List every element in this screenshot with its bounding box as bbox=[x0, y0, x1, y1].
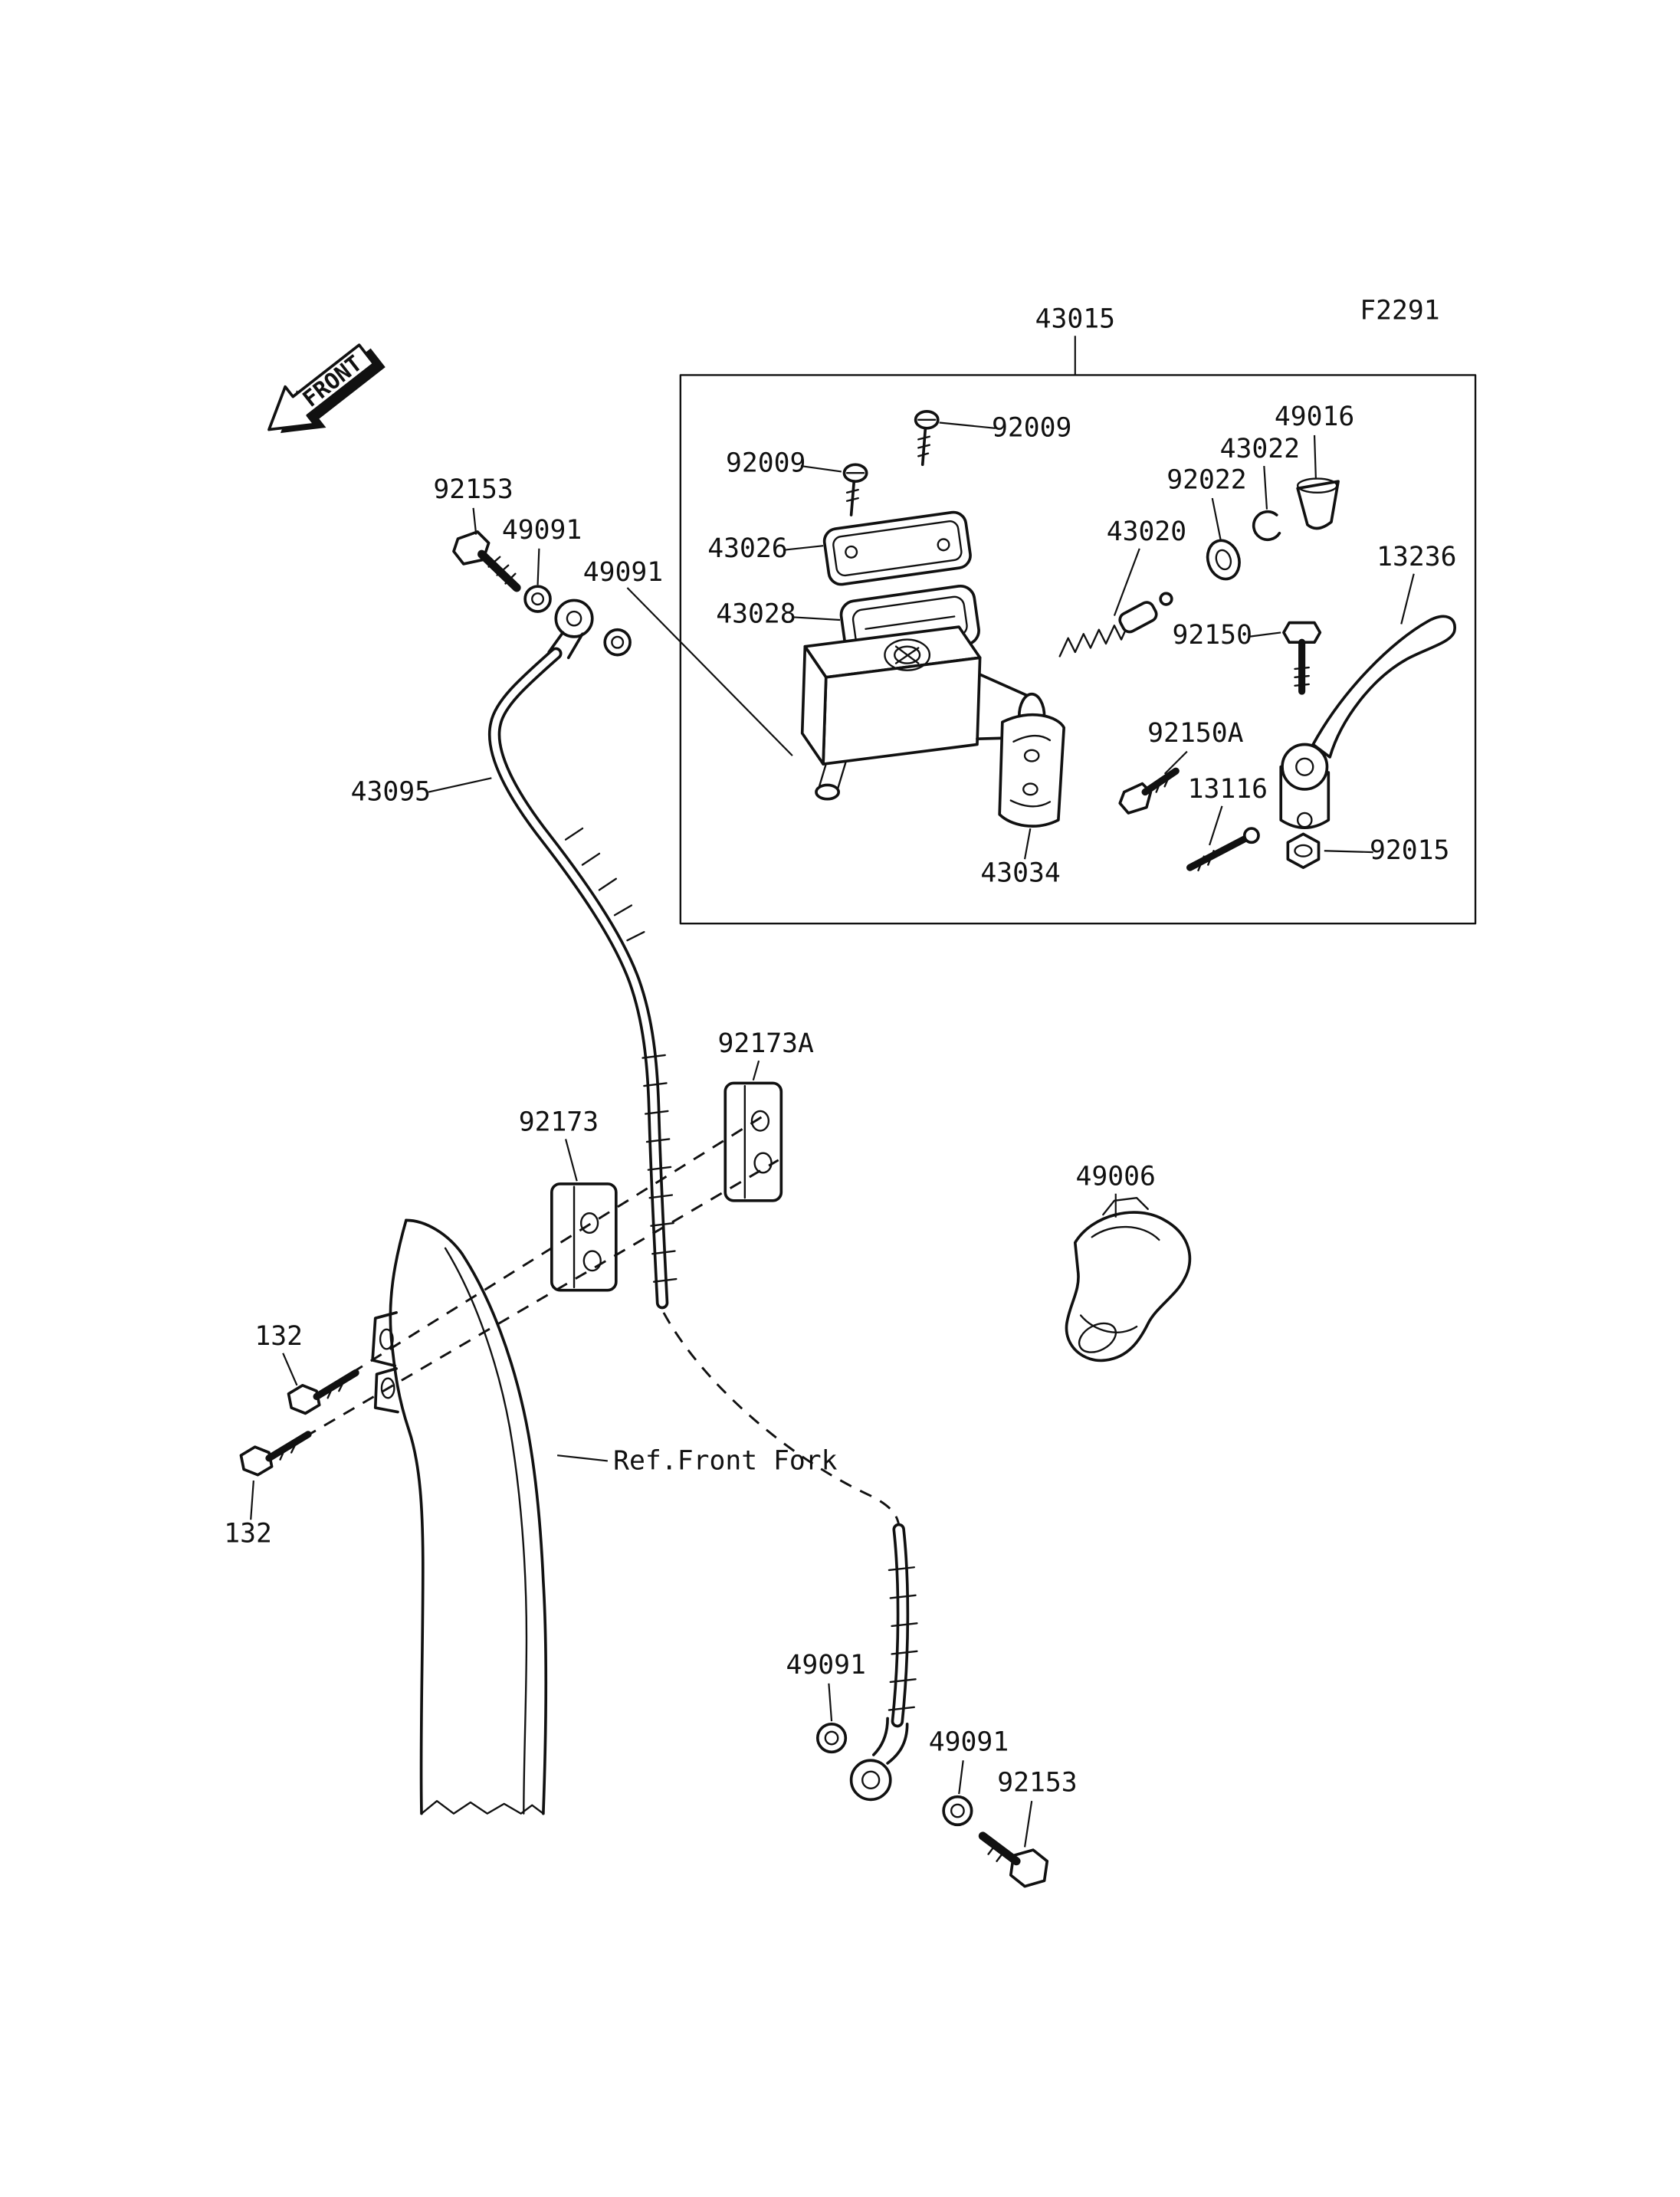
leader-92153-bottom bbox=[1023, 1801, 1033, 1848]
leader-92022 bbox=[1211, 497, 1222, 541]
leader-92009-right bbox=[939, 421, 996, 429]
assembly-boundary-box bbox=[679, 374, 1477, 925]
part-label-92173A: 92173A bbox=[718, 1028, 814, 1059]
ref-front-fork-guard bbox=[371, 1218, 548, 1815]
part-label-92022: 92022 bbox=[1166, 464, 1246, 495]
part-clamp-43034 bbox=[998, 713, 1066, 828]
part-label-92153-bottom: 92153 bbox=[997, 1767, 1077, 1798]
front-arrow-body bbox=[267, 343, 376, 431]
part-label-49091-a: 49091 bbox=[502, 515, 582, 546]
part-boot-49016 bbox=[1296, 477, 1340, 530]
ref-front-fork-label: Ref.Front Fork bbox=[613, 1445, 837, 1476]
leader-ref-front-fork bbox=[557, 1454, 608, 1462]
part-label-43034: 43034 bbox=[980, 857, 1060, 888]
part-screw-92009-left bbox=[842, 463, 868, 516]
part-label-13116: 13116 bbox=[1188, 774, 1268, 805]
part-label-49091-b: 49091 bbox=[583, 557, 663, 588]
part-brake-lever-13236 bbox=[1279, 615, 1456, 829]
leader-43034 bbox=[1023, 828, 1032, 860]
bolt-axis-dashed-2 bbox=[265, 1159, 779, 1461]
part-label-43026: 43026 bbox=[707, 533, 787, 564]
part-label-49006: 49006 bbox=[1076, 1162, 1156, 1192]
front-direction-arrow: FRONT bbox=[267, 343, 386, 434]
part-bolt-92150A bbox=[1118, 767, 1180, 815]
part-nut-92015 bbox=[1286, 832, 1321, 870]
part-bolt-132-b bbox=[239, 1431, 312, 1477]
part-label-92150: 92150 bbox=[1173, 620, 1252, 651]
part-label-92009-right: 92009 bbox=[992, 413, 1071, 444]
part-washer-49091-a bbox=[523, 585, 552, 613]
leader-49091-c bbox=[828, 1683, 833, 1722]
leader-132-b bbox=[250, 1480, 254, 1520]
part-banjo-fitting-bottom bbox=[849, 1717, 909, 1802]
leader-49091-b bbox=[626, 587, 793, 756]
part-banjo-bolt-92153-top bbox=[452, 530, 521, 592]
leader-92173A bbox=[752, 1060, 760, 1081]
part-label-92009-left: 92009 bbox=[726, 448, 806, 478]
part-banjo-bolt-92153-bottom bbox=[978, 1831, 1049, 1888]
part-master-cylinder-body bbox=[800, 625, 1046, 801]
leader-49091-d bbox=[958, 1760, 964, 1795]
part-label-43022: 43022 bbox=[1220, 434, 1300, 464]
figure-code-label: F2291 bbox=[1360, 295, 1439, 326]
leader-43028 bbox=[792, 616, 841, 621]
part-label-43020: 43020 bbox=[1107, 516, 1186, 547]
part-label-92015: 92015 bbox=[1370, 835, 1449, 866]
leader-43095 bbox=[428, 777, 492, 793]
part-label-43015: 43015 bbox=[1035, 303, 1115, 334]
part-label-43095: 43095 bbox=[351, 777, 431, 808]
part-push-rod-13116 bbox=[1186, 827, 1260, 872]
part-label-43028: 43028 bbox=[716, 599, 796, 630]
leader-92150A bbox=[1163, 750, 1188, 775]
part-label-92173: 92173 bbox=[519, 1107, 599, 1138]
bolt-axis-dashed-1 bbox=[313, 1114, 766, 1398]
part-label-92150A: 92150A bbox=[1147, 718, 1243, 749]
hose-hidden-run bbox=[662, 1312, 901, 1526]
leader-49091-a bbox=[536, 548, 540, 585]
part-label-132-b: 132 bbox=[224, 1518, 272, 1549]
leader-132-a bbox=[282, 1353, 298, 1386]
part-hose-guide-49006 bbox=[1065, 1196, 1192, 1362]
leader-13116 bbox=[1209, 805, 1223, 846]
part-screw-92009-right bbox=[914, 410, 940, 467]
part-label-49091-c: 49091 bbox=[786, 1650, 866, 1681]
part-washer-49091-b bbox=[603, 628, 632, 657]
part-label-132-a: 132 bbox=[254, 1321, 303, 1352]
leader-92150 bbox=[1249, 631, 1281, 638]
part-circlip-43022 bbox=[1252, 510, 1281, 542]
part-piston-spring-43020 bbox=[1058, 592, 1173, 657]
leader-43022 bbox=[1263, 466, 1268, 510]
part-washer-49091-d bbox=[942, 1795, 973, 1827]
leader-92015 bbox=[1324, 850, 1373, 854]
part-clamp-92173A bbox=[724, 1081, 783, 1202]
leader-43026 bbox=[783, 545, 824, 551]
leader-92009-left bbox=[800, 465, 842, 473]
part-brake-hose-43095 bbox=[494, 654, 678, 1303]
leader-92153-top bbox=[472, 507, 477, 535]
leader-92173 bbox=[565, 1139, 578, 1182]
part-reservoir-cap-43026 bbox=[822, 510, 972, 586]
part-washer-92022 bbox=[1206, 539, 1241, 581]
part-label-49091-d: 49091 bbox=[929, 1726, 1009, 1757]
part-banjo-fitting-top bbox=[547, 598, 594, 660]
leader-43020 bbox=[1113, 548, 1140, 616]
part-label-13236: 13236 bbox=[1376, 542, 1456, 572]
part-label-49016: 49016 bbox=[1275, 402, 1354, 432]
part-washer-49091-c bbox=[815, 1722, 848, 1754]
leader-49016 bbox=[1313, 434, 1317, 479]
part-pivot-bolt-92150 bbox=[1282, 621, 1322, 695]
leader-13236 bbox=[1400, 573, 1415, 625]
part-brake-hose-lower bbox=[888, 1530, 918, 1721]
part-label-92153-top: 92153 bbox=[433, 474, 513, 505]
part-bolt-132-a bbox=[287, 1369, 359, 1415]
